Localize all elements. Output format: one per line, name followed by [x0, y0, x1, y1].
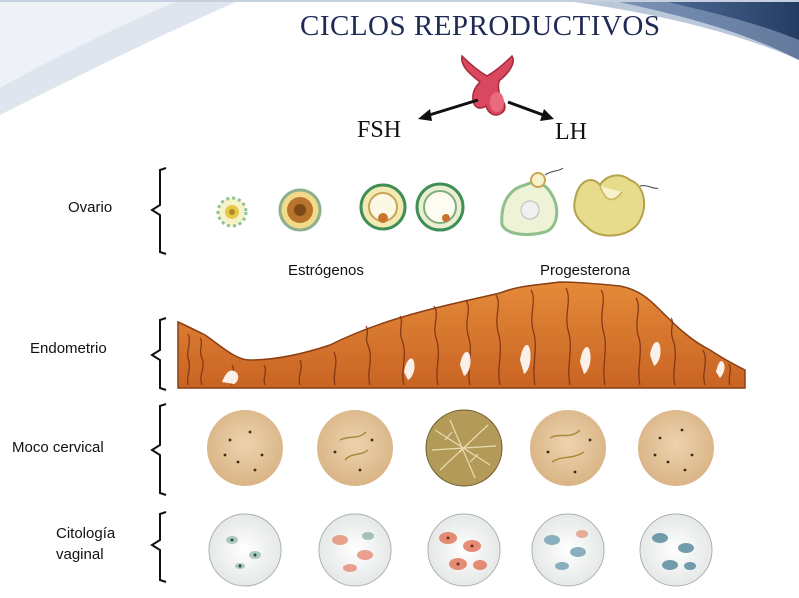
row-label-endometrio: Endometrio [30, 340, 107, 357]
header-banner [0, 0, 799, 115]
mucus-disc-2 [317, 410, 393, 486]
primordial-follicle-icon [216, 196, 248, 228]
cytology-disc-1 [208, 513, 282, 587]
endometrium-crypts [222, 341, 725, 384]
graafian-follicle-icon [415, 182, 465, 232]
row-brackets [150, 167, 167, 583]
cervical-mucus-row [207, 409, 714, 487]
row-label-moco-cervical: Moco cervical [12, 439, 104, 456]
pituitary-gland-icon [461, 54, 514, 116]
ovary-follicles [216, 167, 659, 237]
fsh-arrow [418, 98, 479, 121]
cytology-disc-4 [531, 513, 605, 587]
corpus-luteum-icon [573, 174, 659, 237]
fsh-label: FSH [357, 117, 402, 143]
mucus-disc-fern [425, 409, 503, 487]
endometrium-illustration [177, 281, 746, 389]
endometrium-glands [186, 287, 732, 386]
secondary-follicle-icon [359, 183, 407, 231]
lh-label: LH [555, 119, 587, 145]
mucus-disc-5 [638, 410, 714, 486]
cytology-disc-3 [427, 513, 501, 587]
row-label-citologia-line2: vaginal [56, 546, 104, 563]
bracket-ovario [150, 167, 167, 255]
vaginal-cytology-row [208, 513, 713, 587]
ovulation-follicle-icon [500, 167, 564, 236]
bracket-moco [150, 403, 167, 496]
row-label-ovario: Ovario [68, 199, 113, 216]
cytology-disc-5 [639, 513, 713, 587]
bracket-endometrio [150, 317, 167, 391]
lh-arrow [507, 100, 554, 121]
mucus-disc-1 [207, 410, 283, 486]
phase-label-estrogenos: Estrógenos [288, 262, 364, 279]
cytology-disc-2 [318, 513, 392, 587]
row-label-citologia-line1: Citología [56, 525, 116, 542]
bracket-citologia [150, 511, 167, 583]
primary-follicle-icon [278, 188, 322, 232]
page-title: CICLOS REPRODUCTIVOS [300, 10, 661, 42]
phase-label-progesterona: Progesterona [540, 262, 631, 279]
mucus-disc-4 [530, 410, 606, 486]
